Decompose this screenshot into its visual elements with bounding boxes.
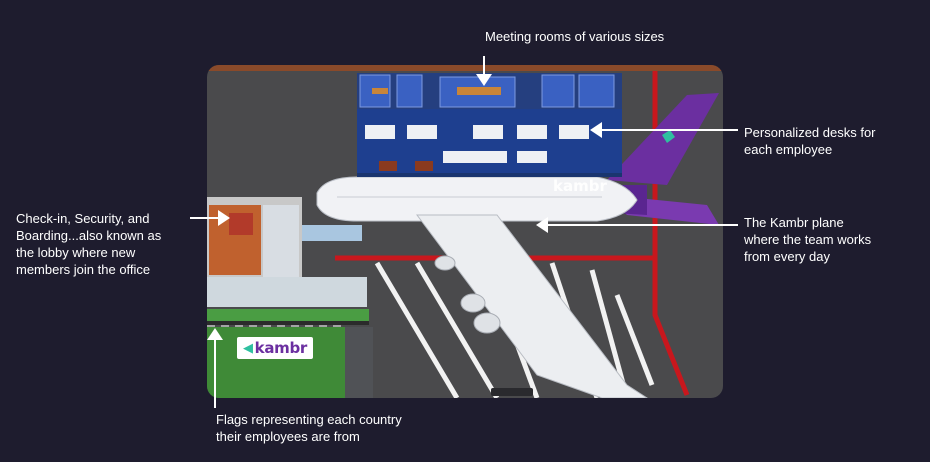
plane-wing bbox=[416, 214, 648, 398]
kambr-sign: ◀ kambr bbox=[237, 337, 313, 359]
desks-annotation: Personalized desks for each employee bbox=[744, 125, 876, 157]
kambr-sign-text: kambr bbox=[254, 339, 308, 357]
engines bbox=[434, 255, 501, 334]
plane-fuselage bbox=[316, 176, 638, 222]
plane-brand-text: kambr bbox=[553, 177, 607, 195]
kambr-logo-icon: ◀ bbox=[242, 340, 253, 356]
flags-annotation: Flags representing each country their em… bbox=[216, 412, 402, 444]
map-toolbar bbox=[491, 388, 533, 396]
meeting-rooms-annotation: Meeting rooms of various sizes bbox=[485, 29, 665, 44]
office-floor bbox=[357, 73, 622, 177]
checkin-annotation: Check-in, Security, and Boarding...also … bbox=[16, 211, 162, 277]
flags-row bbox=[207, 309, 369, 325]
plane-annotation: The Kambr plane where the team works fro… bbox=[744, 215, 872, 264]
